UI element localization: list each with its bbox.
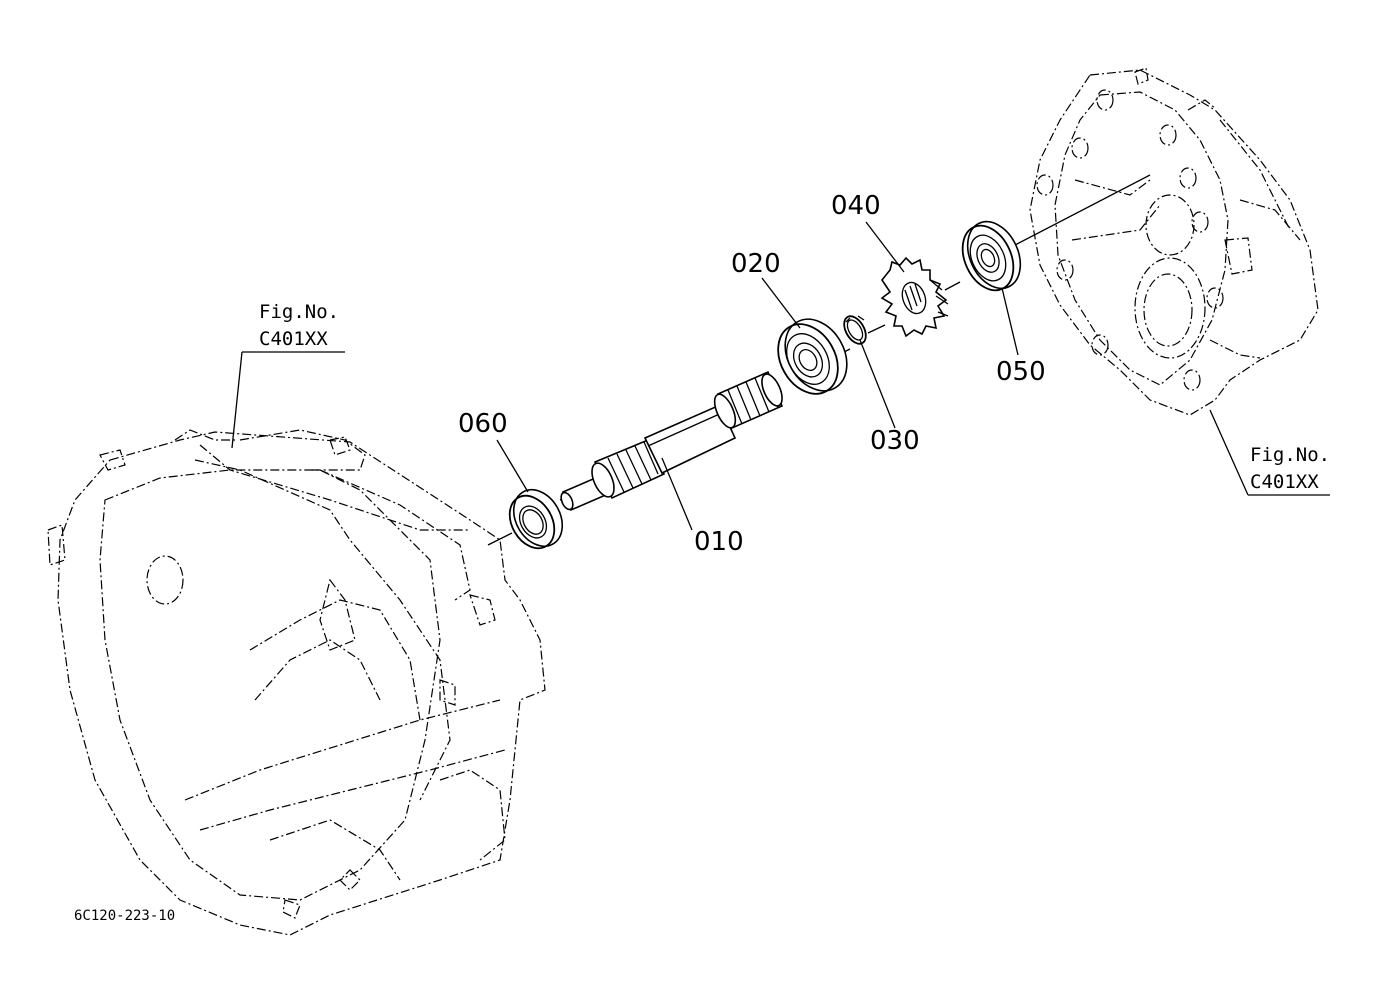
part-010-shaft bbox=[560, 370, 784, 512]
part-labels: 060 010 020 030 040 050 bbox=[458, 191, 1046, 557]
left-housing bbox=[47, 429, 546, 936]
part-030-circlip bbox=[843, 315, 867, 345]
label-010: 010 bbox=[694, 527, 744, 557]
part-060-oil-seal bbox=[508, 488, 564, 550]
part-020-ball-bearing bbox=[777, 318, 848, 395]
label-020: 020 bbox=[731, 249, 781, 279]
label-030: 030 bbox=[870, 426, 920, 456]
part-050-ball-bearing bbox=[961, 220, 1022, 292]
part-040-bevel-gear bbox=[880, 256, 949, 338]
figure-references: Fig.No. C401XX Fig.No. C401XX bbox=[259, 301, 1330, 493]
fig-ref-left-line1: Fig.No. bbox=[259, 301, 339, 323]
label-040: 040 bbox=[831, 191, 881, 221]
fig-ref-right-line1: Fig.No. bbox=[1250, 444, 1330, 466]
label-060: 060 bbox=[458, 409, 508, 439]
right-housing bbox=[1029, 67, 1319, 416]
fig-ref-right-line2: C401XX bbox=[1250, 471, 1319, 493]
label-050: 050 bbox=[996, 357, 1046, 387]
leader-lines bbox=[231, 221, 1330, 531]
drawing-code: 6C120-223-10 bbox=[74, 908, 175, 924]
fig-ref-left-line2: C401XX bbox=[259, 328, 328, 350]
